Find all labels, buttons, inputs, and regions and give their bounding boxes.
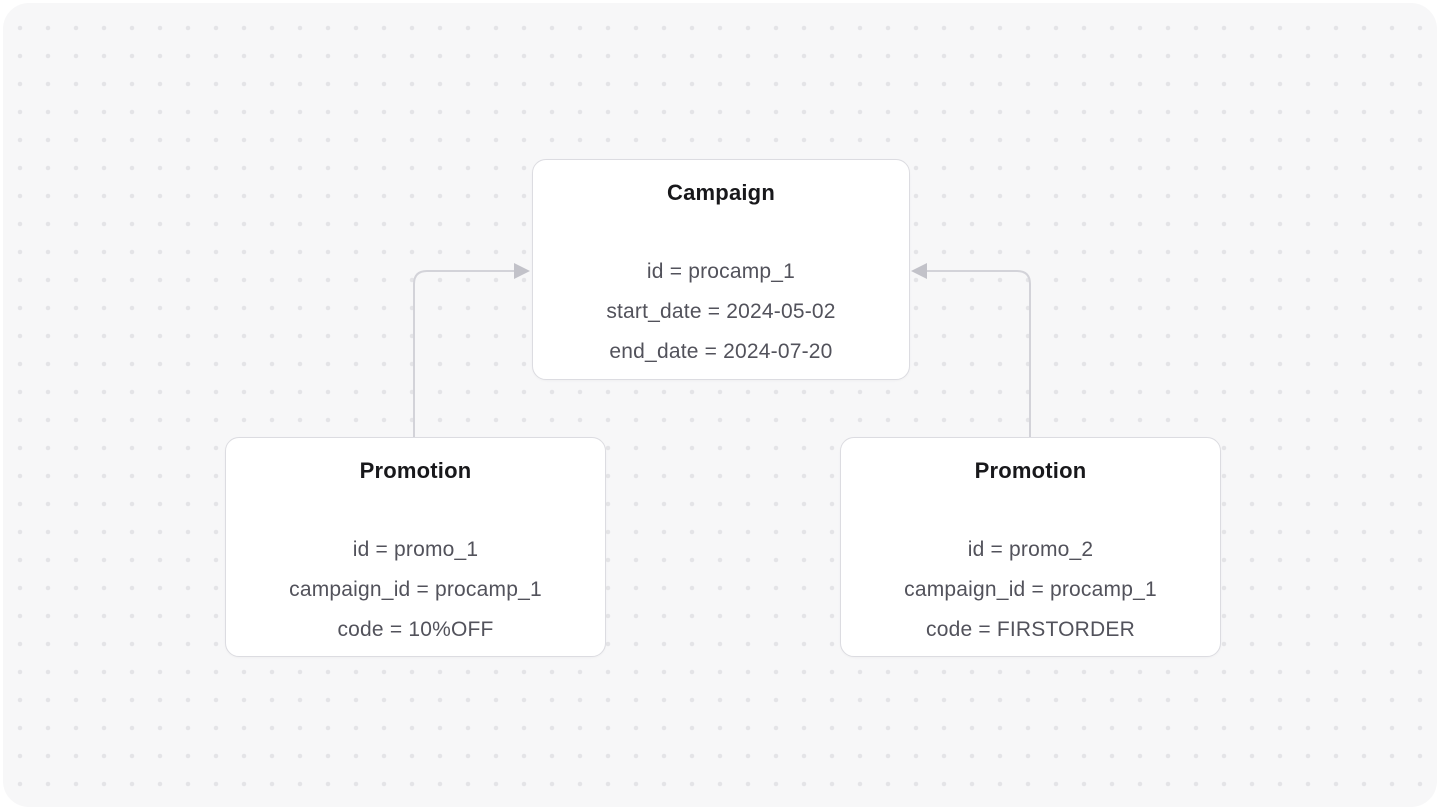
node-attribute: id = promo_2	[967, 538, 1094, 561]
node-title: Promotion	[359, 458, 472, 483]
node-title: Campaign	[667, 180, 775, 205]
edge-line	[926, 270, 1031, 437]
node-attribute: id = promo_1	[352, 538, 479, 561]
node-attributes: id = promo_1 campaign_id = procamp_1 cod…	[226, 530, 605, 650]
arrowhead-right-icon	[514, 263, 530, 279]
edge-line	[413, 270, 515, 437]
node-attributes: id = procamp_1 start_date = 2024-05-02 e…	[533, 252, 909, 372]
edge-promotion2-campaign	[911, 263, 1031, 437]
edge-promotion1-campaign	[413, 263, 530, 437]
diagram-canvas[interactable]: Campaign id = procamp_1 start_date = 202…	[3, 3, 1437, 807]
edges-layer	[413, 263, 1031, 437]
node-attribute: campaign_id = procamp_1	[289, 578, 542, 601]
node-attribute: end_date = 2024-07-20	[609, 340, 833, 363]
node-attributes: id = promo_2 campaign_id = procamp_1 cod…	[841, 530, 1220, 650]
node-attribute: code = FIRSTORDER	[926, 618, 1135, 641]
node-attribute: code = 10%OFF	[337, 618, 494, 641]
node-attribute: start_date = 2024-05-02	[606, 300, 836, 323]
node-campaign[interactable]: Campaign id = procamp_1 start_date = 202…	[532, 159, 910, 380]
node-attribute: id = procamp_1	[646, 260, 796, 283]
arrowhead-left-icon	[911, 263, 927, 279]
node-title: Promotion	[974, 458, 1087, 483]
node-attribute: campaign_id = procamp_1	[904, 578, 1157, 601]
node-promotion-1[interactable]: Promotion id = promo_1 campaign_id = pro…	[225, 437, 606, 657]
node-promotion-2[interactable]: Promotion id = promo_2 campaign_id = pro…	[840, 437, 1221, 657]
